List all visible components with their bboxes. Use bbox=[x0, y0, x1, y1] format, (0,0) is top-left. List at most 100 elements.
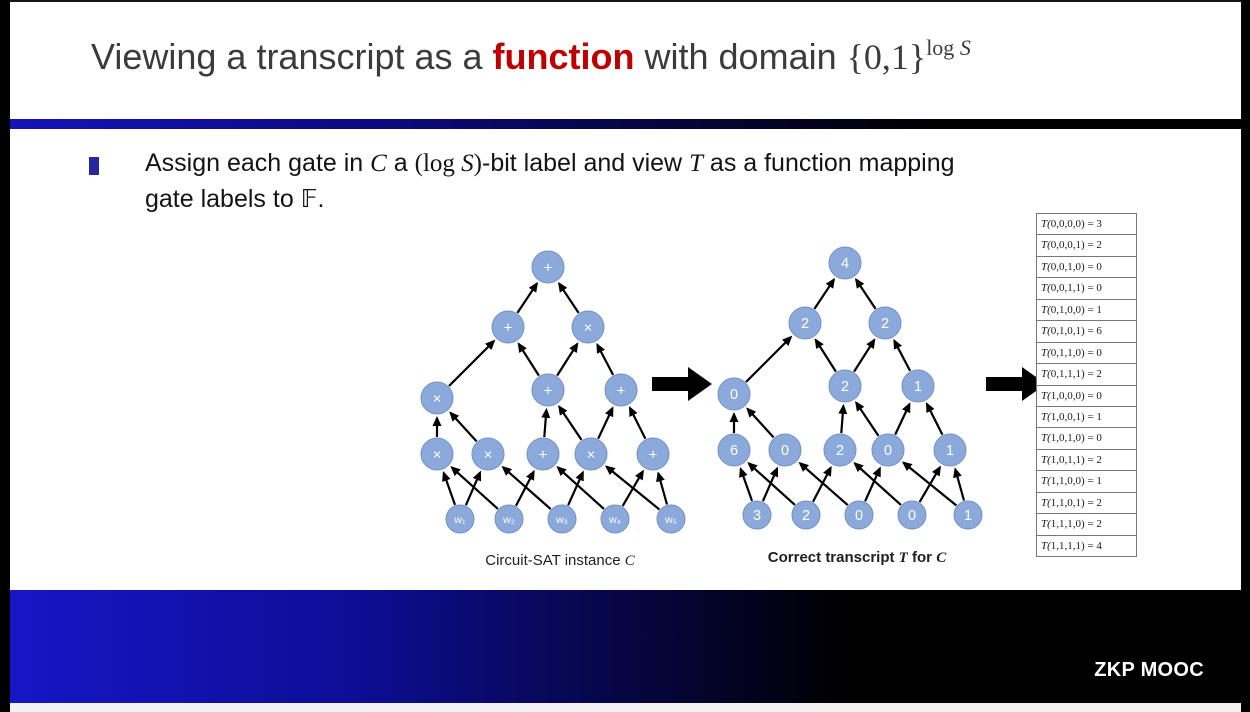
gate-node: 0 bbox=[768, 433, 802, 467]
circuit-edge bbox=[621, 469, 644, 507]
title-math-base: {0,1} bbox=[846, 37, 927, 77]
circuit-edge bbox=[558, 404, 583, 441]
circuit-edge bbox=[853, 338, 876, 373]
title-highlight-function: function bbox=[492, 36, 635, 77]
svg-text:2: 2 bbox=[802, 508, 810, 524]
bullet-t1: Assign each gate in bbox=[145, 149, 371, 177]
gate-node: 1 bbox=[901, 369, 935, 403]
circuit-edge bbox=[556, 466, 605, 510]
svg-text:1: 1 bbox=[914, 379, 922, 395]
bullet-t3: -bit label and view bbox=[482, 149, 690, 177]
circuit-edge bbox=[556, 342, 579, 377]
gate-node: 4 bbox=[828, 246, 862, 280]
circuit-edge bbox=[894, 402, 911, 436]
svg-text:4: 4 bbox=[841, 256, 849, 272]
svg-text:6: 6 bbox=[730, 443, 738, 459]
bullet-math-log: (log bbox=[414, 150, 462, 177]
title-divider-bar bbox=[10, 119, 1241, 129]
circuit-edge bbox=[761, 466, 779, 502]
gate-node: 2 bbox=[788, 306, 822, 340]
table-row: T(1,0,0,0) = 0 bbox=[1037, 386, 1136, 407]
gate-node: + bbox=[531, 373, 565, 407]
gate-node: + bbox=[491, 310, 525, 344]
circuit-edge bbox=[893, 338, 912, 372]
svg-text:w₁: w₁ bbox=[453, 514, 466, 526]
title-math-superscript: log S bbox=[926, 35, 971, 60]
bullet-math-t: T bbox=[689, 150, 703, 177]
gate-node: × bbox=[420, 381, 454, 415]
circuit-edge bbox=[656, 471, 669, 505]
input-node: w₄ bbox=[600, 504, 630, 534]
table-row: T(0,0,1,1) = 0 bbox=[1037, 278, 1136, 300]
gate-node: 1 bbox=[933, 433, 967, 467]
svg-text:w₄: w₄ bbox=[608, 514, 621, 526]
svg-text:×: × bbox=[433, 446, 442, 463]
svg-text:2: 2 bbox=[841, 379, 849, 395]
table-row: T(0,1,0,0) = 1 bbox=[1037, 300, 1136, 322]
circuit-caption: Circuit-SAT instance C bbox=[410, 552, 710, 570]
gate-node: 2 bbox=[823, 433, 857, 467]
circuit-edge bbox=[918, 465, 941, 503]
transcript-caption-text-1: Correct transcript bbox=[767, 549, 899, 566]
circuit-edge bbox=[925, 402, 944, 436]
gate-node: 0 bbox=[717, 377, 751, 411]
circuit-edge bbox=[739, 467, 754, 502]
svg-text:2: 2 bbox=[836, 443, 844, 459]
circuit-edge bbox=[517, 342, 540, 377]
title-text-1: Viewing a transcript as a bbox=[91, 36, 493, 77]
table-row: T(1,0,1,1) = 2 bbox=[1037, 450, 1136, 472]
circuit-edge bbox=[854, 277, 877, 310]
input-node: w₁ bbox=[445, 504, 475, 534]
circuit-edge bbox=[515, 469, 535, 507]
circuit-edge bbox=[541, 407, 551, 438]
gate-node: + bbox=[531, 250, 565, 284]
circuit-edge bbox=[798, 461, 849, 506]
bullet-math-field-f: 𝔽 bbox=[300, 184, 318, 213]
svg-text:w₂: w₂ bbox=[502, 514, 515, 526]
circuit-edge bbox=[516, 281, 539, 314]
svg-text:1: 1 bbox=[964, 508, 972, 524]
bullet-math-c: C bbox=[370, 150, 387, 177]
svg-text:0: 0 bbox=[730, 387, 738, 403]
gate-node: 0 bbox=[844, 500, 874, 530]
gate-node: 6 bbox=[717, 433, 751, 467]
bullet-line-2: gate labels to 𝔽. bbox=[145, 181, 955, 217]
table-row: T(0,0,0,0) = 3 bbox=[1037, 214, 1136, 236]
circuit-caption-text: Circuit-SAT instance bbox=[485, 552, 625, 569]
gate-node: + bbox=[604, 373, 638, 407]
svg-text:0: 0 bbox=[908, 508, 916, 524]
svg-text:1: 1 bbox=[946, 443, 954, 459]
circuit-edge bbox=[596, 342, 615, 376]
footer-band bbox=[10, 590, 1241, 703]
arrow-right-icon bbox=[652, 367, 712, 401]
transcript-caption-t: T bbox=[898, 550, 908, 566]
circuit-edge bbox=[745, 335, 793, 383]
bullet-icon bbox=[89, 157, 99, 175]
circuit-caption-c: C bbox=[624, 553, 635, 569]
svg-text:×: × bbox=[587, 446, 596, 463]
bullet-line-1: Assign each gate in C a (log S)-bit labe… bbox=[145, 146, 955, 181]
circuit-edge bbox=[855, 400, 880, 437]
svg-text:+: + bbox=[504, 319, 513, 336]
top-border-line bbox=[0, 0, 1250, 2]
gate-node: + bbox=[526, 437, 560, 471]
svg-text:+: + bbox=[544, 382, 553, 399]
gate-node: 1 bbox=[953, 500, 983, 530]
circuit-edge bbox=[812, 465, 832, 503]
circuit-edge bbox=[953, 467, 966, 501]
table-row: T(0,1,1,1) = 2 bbox=[1037, 364, 1136, 386]
circuit-edge bbox=[501, 465, 552, 510]
bullet-t5: gate labels to bbox=[145, 185, 301, 213]
circuit-edge bbox=[557, 281, 580, 314]
gate-node: + bbox=[636, 437, 670, 471]
svg-text:2: 2 bbox=[881, 316, 889, 332]
page-title: Viewing a transcript as a function with … bbox=[91, 35, 971, 78]
transcript-caption-c: C bbox=[936, 550, 947, 566]
table-row: T(0,1,0,1) = 6 bbox=[1037, 321, 1136, 343]
svg-text:×: × bbox=[584, 319, 593, 336]
circuit-edge bbox=[853, 462, 902, 506]
table-row: T(1,1,1,1) = 4 bbox=[1041, 539, 1102, 552]
